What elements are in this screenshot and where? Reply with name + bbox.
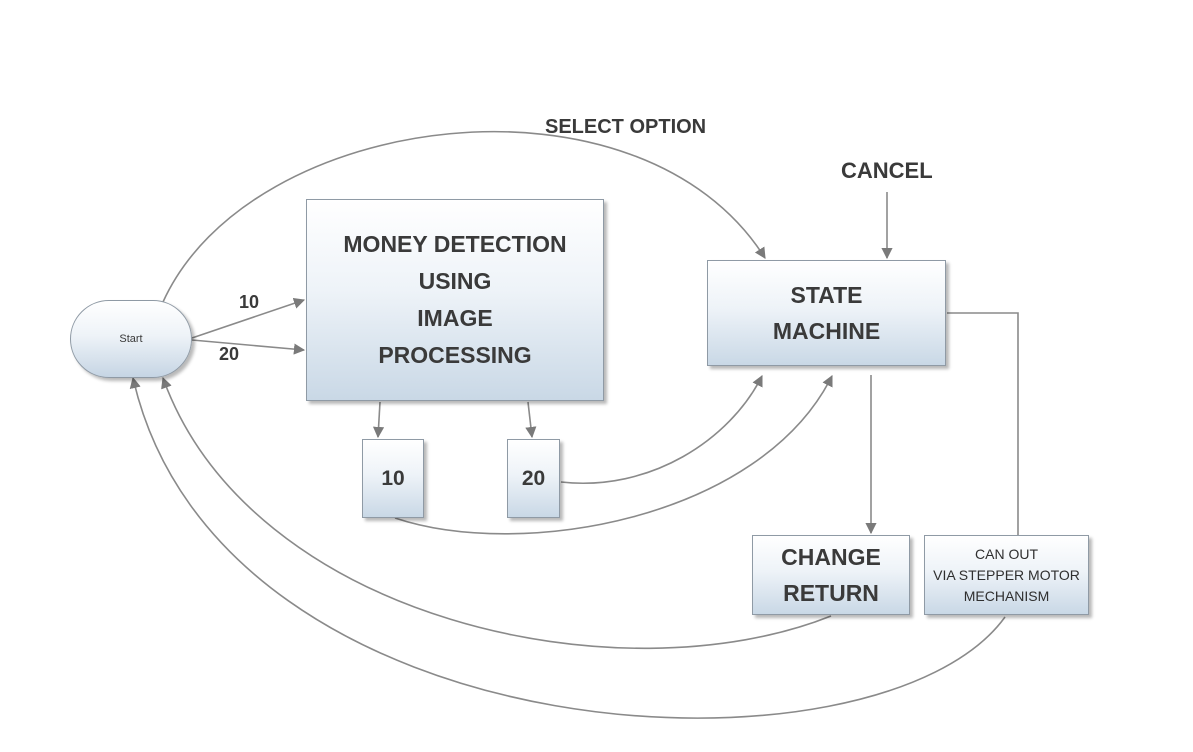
twenty-box: 20 bbox=[507, 439, 560, 518]
edge-ten-state bbox=[394, 374, 833, 535]
ten-box-label: 10 bbox=[381, 466, 405, 490]
can-out-line-1: CAN OUT bbox=[975, 545, 1038, 562]
can-out-box: CAN OUT VIA STEPPER MOTOR MECHANISM bbox=[924, 535, 1089, 615]
ten-box: 10 bbox=[362, 439, 424, 518]
change-return-line-1: CHANGE bbox=[781, 544, 881, 570]
start-node: Start bbox=[70, 300, 192, 378]
money-detection-line-1: MONEY DETECTION bbox=[343, 231, 567, 257]
edge-canout-start bbox=[129, 376, 1006, 719]
change-return-line-2: RETURN bbox=[783, 580, 879, 606]
money-detection-box: MONEY DETECTION USING IMAGE PROCESSING bbox=[306, 199, 604, 401]
edge-start-money-10 bbox=[191, 297, 306, 339]
twenty-box-label: 20 bbox=[521, 466, 546, 490]
edge-select-option bbox=[162, 130, 766, 303]
cancel-label: CANCEL bbox=[841, 158, 933, 183]
can-out-line-2: VIA STEPPER MOTOR bbox=[933, 566, 1080, 583]
start-label: Start bbox=[119, 333, 143, 345]
edge-label-ten: 10 bbox=[239, 292, 260, 312]
state-machine-box: STATE MACHINE bbox=[707, 260, 946, 366]
money-detection-line-4: PROCESSING bbox=[378, 342, 532, 368]
edge-twenty-state bbox=[560, 374, 763, 484]
edge-state-canout bbox=[947, 312, 1019, 535]
edge-change-start bbox=[161, 376, 832, 650]
can-out-line-3: MECHANISM bbox=[963, 587, 1050, 604]
state-machine-line-1: STATE bbox=[790, 282, 863, 308]
change-return-box: CHANGE RETURN bbox=[752, 535, 910, 615]
edge-money-ten bbox=[372, 401, 385, 439]
money-detection-line-3: IMAGE bbox=[417, 305, 493, 331]
edge-start-money-20 bbox=[191, 339, 306, 355]
select-option-label: SELECT OPTION bbox=[545, 116, 707, 138]
edge-money-twenty bbox=[525, 401, 537, 439]
edge-label-twenty: 20 bbox=[219, 344, 240, 364]
state-machine-line-2: MACHINE bbox=[772, 318, 881, 344]
money-detection-line-2: USING bbox=[418, 268, 492, 294]
